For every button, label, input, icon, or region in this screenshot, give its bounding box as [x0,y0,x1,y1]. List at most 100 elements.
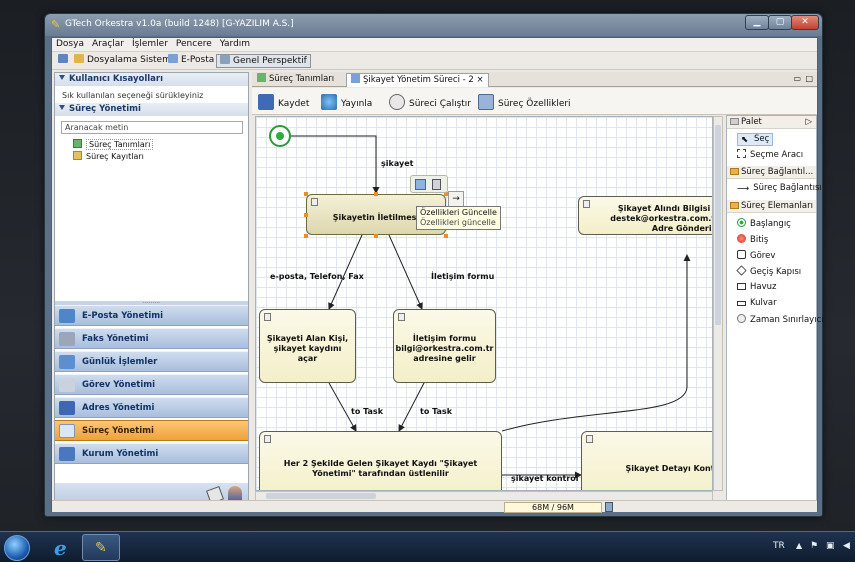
yayinla-button[interactable]: Yayınla [321,94,372,110]
elements-header[interactable]: Süreç Elemanları [727,200,816,213]
language-indicator[interactable]: TR [773,541,785,551]
tool-bitis[interactable]: Bitiş [737,234,768,246]
eposta-label: E-Posta [181,55,215,65]
diagram-canvas[interactable]: şikayet Şikayetin İletilmesi → Özellikle… [255,116,713,491]
close-button[interactable]: ✕ [791,15,819,30]
tool-surec-baglantisi[interactable]: ⟶Süreç Bağlantısı [737,183,822,194]
tool-kulvar[interactable]: Kulvar [737,298,777,309]
folder-icon [730,202,739,209]
editor-toolbar: Kaydet Yayınla Süreci Çalıştır Süreç Öze… [252,88,817,115]
resize-handle[interactable] [304,234,308,238]
node-her2[interactable]: Her 2 Şekilde Gelen Şikayet Kaydı "Şikay… [259,431,502,490]
network-icon[interactable]: ▣ [826,541,835,551]
node-alindi[interactable]: Şikayet Alındı Bilgisi M destek@orkestra… [578,196,713,235]
start-orb-icon[interactable] [4,535,30,561]
orkestra-logo: ✎ [95,540,107,556]
resize-handle[interactable] [374,234,378,238]
nav-gorev[interactable]: Görev Yönetimi [55,374,248,395]
eposta-button[interactable]: E-Posta [165,54,217,68]
tool-secme-araci[interactable]: Seçme Aracı [737,149,803,161]
palette-expand-icon[interactable]: ▷ [805,117,812,127]
maximize-button[interactable]: ▢ [768,15,792,30]
nav-label: Kurum Yönetimi [82,449,159,459]
node-label: Şikayet Alındı Bilgisi M destek@orkestra… [610,203,713,233]
status-bar: 68M / 96M [52,500,817,513]
kaydet-button[interactable]: Kaydet [258,94,309,110]
tree-item-surec-tanimlari[interactable]: Süreç Tanımları [73,139,154,150]
user-icon[interactable] [228,486,242,504]
perspective-icon [220,55,230,64]
ozellikler-button[interactable]: Süreç Özellikleri [478,94,571,110]
tree-item-surec-kayitlari[interactable]: Süreç Kayıtları [73,151,144,162]
canvas-vertical-scrollbar[interactable] [713,116,723,491]
ie-taskbar-icon[interactable]: e [44,534,82,561]
edge-iletisim[interactable] [388,234,423,310]
start-node[interactable] [269,125,291,147]
connect-arrow-icon[interactable]: → [448,191,464,207]
nav-surec[interactable]: Süreç Yönetimi [55,420,248,441]
edge-start[interactable] [291,135,380,194]
connections-header[interactable]: Süreç Bağlantıl... [727,166,816,179]
node-detayi[interactable]: Şikayet Detayı Kontro [581,431,712,490]
resize-handle[interactable] [444,192,448,196]
start-edge-label: şikayet [381,159,414,168]
resize-handle[interactable] [304,192,308,196]
node-alan-kisi[interactable]: Şikayeti Alan Kişi, şikayet kaydını açar [259,309,356,383]
perspective-button[interactable]: Genel Perspektif [216,54,311,68]
flag-icon[interactable]: ⚑ [810,541,819,551]
tool-label: Seç [754,134,770,144]
menu-dosya[interactable]: Dosya [56,39,84,49]
search-input[interactable] [61,121,243,134]
tab-close-icon[interactable]: × [476,75,484,85]
resize-handle[interactable] [444,234,448,238]
save-icon [258,94,274,110]
gc-trash-icon[interactable] [605,502,613,512]
edge-alindi[interactable] [501,254,691,432]
nav-label: Faks Yönetimi [82,334,149,344]
pane-splitter[interactable]: ......... [55,299,248,306]
scroll-thumb[interactable] [715,125,721,325]
file-icon-button[interactable] [55,54,74,68]
tab-surec-tanimlari[interactable]: Süreç Tanımları [253,73,338,87]
maximize-view-icon[interactable]: □ [805,74,813,83]
resize-handle[interactable] [374,192,378,196]
resize-handle[interactable] [304,213,308,217]
tool-gecis-kapisi[interactable]: Geçiş Kapısı [736,265,801,278]
menu-pencere[interactable]: Pencere [175,39,212,49]
nav-faks[interactable]: Faks Yönetimi [55,328,248,349]
nav-kurum[interactable]: Kurum Yönetimi [55,443,248,464]
minimize-button[interactable]: ▁ [745,15,769,30]
menu-araclar[interactable]: Araçlar [91,39,125,49]
edge-eposta[interactable] [328,234,363,310]
tooltip-desc: Özellikleri güncelle [420,218,496,227]
nav-gunluk[interactable]: Günlük İşlemler [55,351,248,372]
node-iletisim-formu[interactable]: İletişim formu bilgi@orkestra.com.tr adr… [393,309,496,383]
scroll-thumb[interactable] [266,493,376,499]
minimize-view-icon[interactable]: ▭ [793,74,801,83]
tool-sec[interactable]: ⬉Seç [737,133,774,146]
orkestra-taskbar-icon[interactable]: ✎ [82,534,120,561]
tool-gorev[interactable]: Görev [737,250,775,262]
shortcuts-header[interactable]: Kullanıcı Kısayolları [55,73,248,86]
edge-task1[interactable] [328,382,357,432]
edit-properties-icon[interactable] [415,179,426,190]
nav-adres[interactable]: Adres Yönetimi [55,397,248,418]
nav-eposta[interactable]: E-Posta Yönetimi [55,305,248,326]
end-icon [737,234,746,243]
tab-sikayet-yonetim[interactable]: Şikayet Yönetim Süreci - 2 × [346,73,489,87]
nav-label: Adres Yönetimi [82,403,155,413]
dosyalama-button[interactable]: Dosyalama Sistemi [71,54,176,68]
process-header[interactable]: Süreç Yönetimi [55,103,248,116]
trash-icon[interactable] [432,179,441,190]
tool-havuz[interactable]: Havuz [737,282,776,293]
tray-expand-icon[interactable]: ▲ [796,541,803,550]
palette-header[interactable]: Palet▷ [727,116,816,129]
menu-yardim[interactable]: Yardım [219,39,251,49]
edge-label-kontrol: şikayet kontrol [511,474,579,483]
edge-task2[interactable] [398,382,425,432]
menu-islemler[interactable]: İşlemler [132,39,168,49]
volume-icon[interactable]: ◀ [843,541,850,551]
calistir-button[interactable]: Süreci Çalıştır [389,94,471,110]
tool-zaman-sinirlayici[interactable]: Zaman Sınırlayıcı [737,314,824,326]
tool-baslangic[interactable]: Başlangıç [737,218,791,230]
